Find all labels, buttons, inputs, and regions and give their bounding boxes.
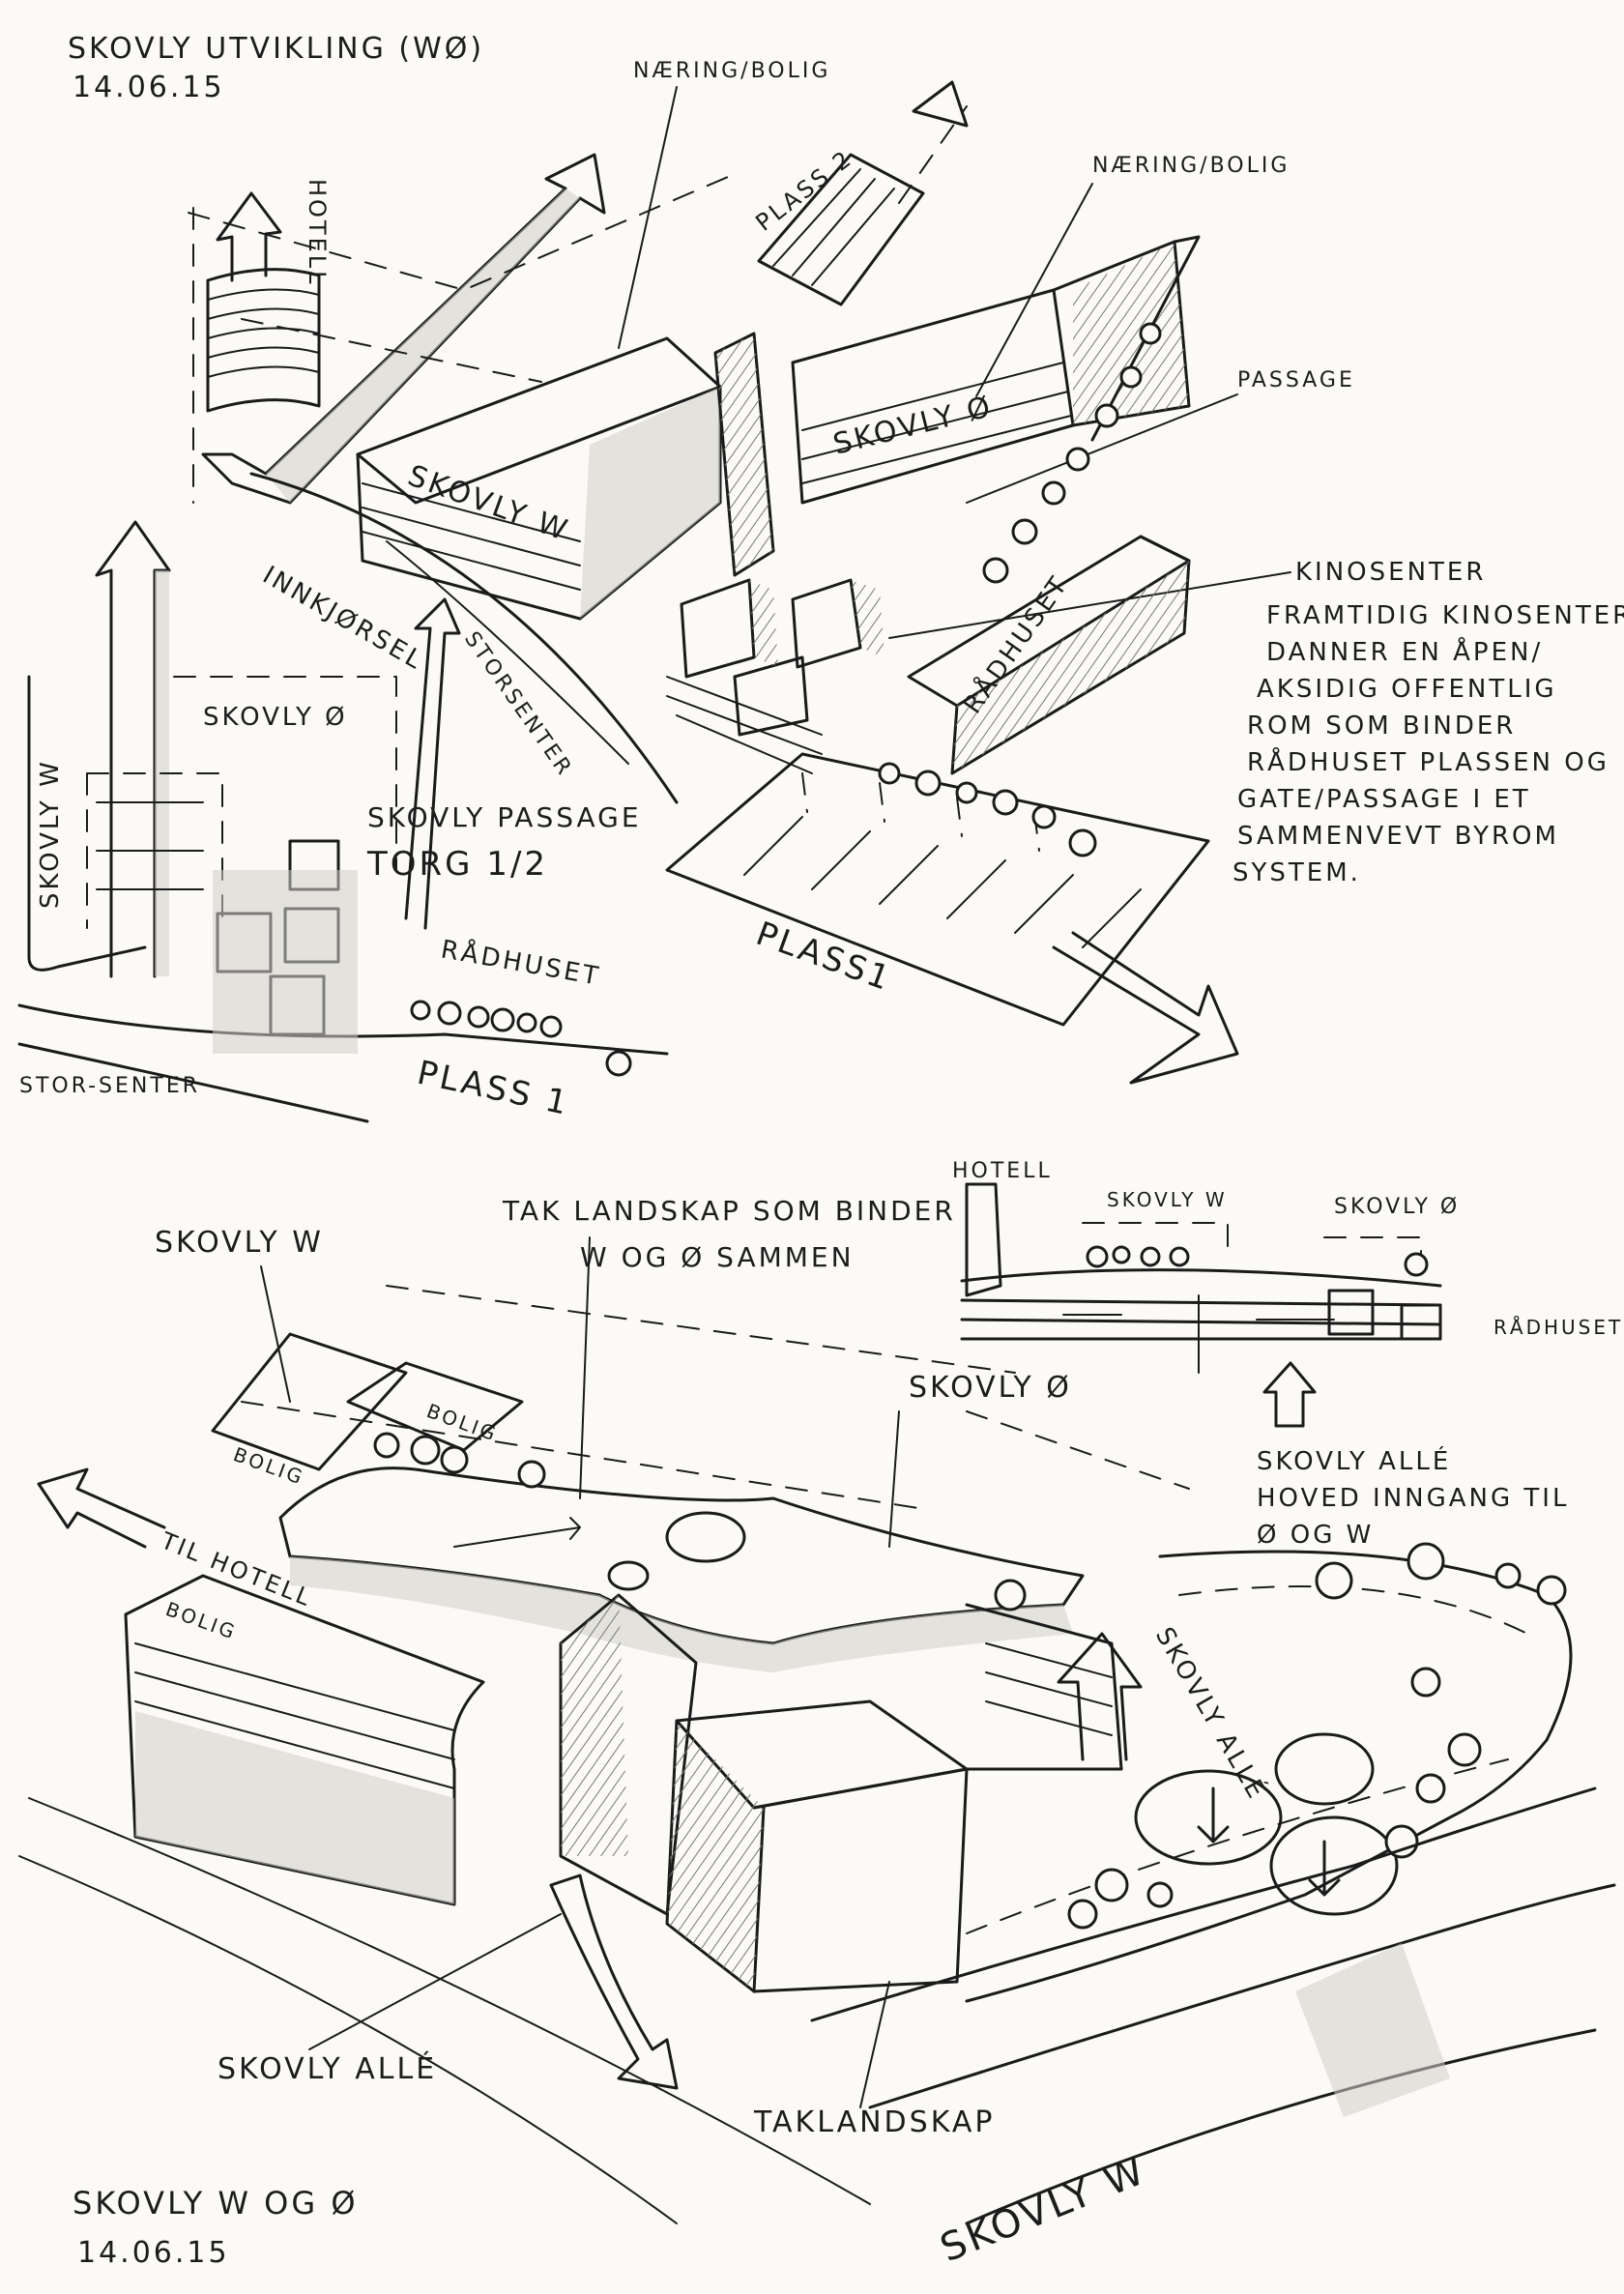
section-note-line-1: SKOVLY ALLÉ (1257, 1445, 1451, 1476)
dashed-site-lines (188, 173, 736, 504)
central-building-mass (559, 1593, 1123, 1993)
bottom-skovly-w-leader (260, 1265, 291, 1403)
bolig-block-left: BOLIG BOLIG (211, 1332, 524, 1490)
plass1-grid: PLASS1 (665, 752, 1210, 1027)
plan-skovly-passage-label: SKOVLY PASSAGE (367, 801, 642, 833)
til-hotell-arrow (37, 1467, 166, 1549)
top-date: 14.06.15 (72, 71, 225, 104)
skovly-alle-label: SKOVLY ALLÉ (218, 2051, 437, 2086)
section-radhuset-box (1400, 1303, 1442, 1341)
passage-label: PASSAGE (1237, 368, 1355, 392)
note-line-5: RÅDHUSET PLASSEN OG (1247, 746, 1610, 777)
note-line-3: AKSIDIG OFFENTLIG (1257, 675, 1557, 704)
plan-radhuset-label: RÅDHUSET (439, 933, 603, 992)
plass2-arrow-head (912, 80, 969, 128)
note-line-7: SAMMENVEVT BYROM (1237, 822, 1559, 851)
roof-landscape (278, 1432, 1085, 1672)
kinosenter-label: KINOSENTER (1295, 558, 1486, 587)
plan-passage-arrow (404, 597, 461, 930)
radhuset-block: RÅDHUSET (907, 535, 1191, 775)
hotel-tower: HOTELL (206, 179, 331, 413)
top-road-arrow (201, 153, 606, 505)
storsenter-label-top: STORSENTER (459, 627, 577, 781)
section-arrows (1062, 1294, 1335, 1374)
plan-storsenter-label: STOR-SENTER (19, 1074, 200, 1098)
skovly-alle-leader (308, 1913, 562, 2050)
section-sketch: HOTELL SKOVLY W SKOVLY Ø RÅDHUSET SKOVLY… (952, 1159, 1623, 1550)
plass2-arrow-line (898, 105, 968, 204)
plan-west-road (27, 675, 147, 972)
section-note-line-3: Ø OG W (1257, 1521, 1374, 1550)
bottom-road-3 (965, 2028, 1597, 2225)
section-dashed-outlines (1082, 1222, 1422, 1277)
naering-bolig-label-2: NÆRING/BOLIG (1092, 154, 1290, 178)
innkjorsel-label: INNKJØRSEL (258, 561, 429, 677)
kinosenter-note: FRAMTIDIG KINOSENTER DANNER EN ÅPEN/ AKS… (1232, 601, 1624, 887)
plan-skovly-w-label: SKOVLY W (36, 759, 65, 909)
section-skovly-o-label: SKOVLY Ø (1334, 1195, 1460, 1219)
plan-torg-label: TORG 1/2 (366, 845, 548, 884)
taklandskap-leader (859, 1981, 890, 2108)
kinosenter-cubes (666, 578, 884, 774)
bolig-block-curved: BOLIG (124, 1574, 485, 1906)
note-line-2: DANNER EN ÅPEN/ (1266, 636, 1543, 667)
bottom-road-shade (1295, 1943, 1450, 2117)
naering-leader-1 (618, 86, 678, 349)
plan-plass1-trees (410, 1000, 632, 1077)
tak-leader (579, 1236, 591, 1499)
bottom-road-2 (868, 1883, 1616, 2109)
innkjorsel-curve (249, 472, 679, 804)
top-title: SKOVLY UTVIKLING (WØ) (68, 32, 484, 66)
kinosenter-leader (888, 571, 1291, 639)
plass1-exit-arrow (1052, 931, 1239, 1085)
section-trees (1086, 1245, 1429, 1277)
taklandskap-label: TAKLANDSKAP (753, 2105, 995, 2139)
skovly-alle-arrow (1057, 1632, 1143, 1761)
passage-trees (982, 322, 1162, 584)
section-radhuset-label: RÅDHUSET (1494, 1316, 1623, 1339)
skovly-o-label: SKOVLY Ø (829, 390, 996, 462)
plan-arrows (96, 801, 204, 890)
bottom-title: SKOVLY W OG Ø (72, 2185, 359, 2221)
bottom-left-roads (18, 1797, 871, 2224)
bottom-skovly-w-label: SKOVLY W (155, 1226, 324, 1260)
section-kino-box (1327, 1289, 1375, 1336)
skovly-alle-left-arrow (549, 1873, 679, 2090)
section-hotell-label: HOTELL (952, 1159, 1053, 1183)
storsenter-arrow (386, 540, 629, 765)
skovly-w-road-label: SKOVLY W (935, 2148, 1153, 2271)
east-plaza (965, 1542, 1573, 2003)
bottom-axonometric-sketch: SKOVLY W TAK LANDSKAP SOM BINDER W OG Ø … (18, 1195, 1616, 2271)
note-line-4: ROM SOM BINDER (1247, 711, 1516, 740)
bottom-skovly-o-leader (888, 1410, 900, 1548)
bottom-date: 14.06.15 (77, 2236, 230, 2270)
tak-label-line-1: TAK LANDSKAP SOM BINDER (502, 1195, 956, 1227)
section-skovly-w-label: SKOVLY W (1107, 1188, 1228, 1211)
plan-torg-cubes (213, 839, 358, 1054)
section-floors (960, 1268, 1442, 1341)
plass2-block: PLASS 2 (750, 80, 969, 306)
tak-label-line-2: W OG Ø SAMMEN (580, 1241, 855, 1273)
section-hotell-tower (965, 1182, 1002, 1297)
bolig-label-3: BOLIG (162, 1597, 240, 1644)
passage-leader (966, 393, 1238, 504)
naering-bolig-label-1: NÆRING/BOLIG (633, 59, 830, 83)
plass1-label-top: PLASS1 (751, 915, 897, 1000)
bottom-road-1 (810, 1786, 1597, 2022)
note-line-6: GATE/PASSAGE I ET (1237, 785, 1531, 814)
bolig-label-1: BOLIG (230, 1442, 307, 1490)
plan-plass1-label: PLASS 1 (414, 1054, 573, 1123)
section-entrance-arrow (1262, 1361, 1317, 1428)
skovly-w-label: SKOVLY W (403, 459, 573, 549)
bottom-dashed-lines (241, 1285, 1190, 1509)
hotell-label: HOTELL (304, 179, 331, 287)
bottom-skovly-o-label: SKOVLY Ø (909, 1371, 1072, 1405)
naering-leader-2 (975, 183, 1093, 397)
road-shade (266, 189, 580, 503)
note-line-8: SYSTEM. (1232, 858, 1361, 887)
note-line-1: FRAMTIDIG KINOSENTER (1266, 601, 1624, 630)
section-note-line-2: HOVED INNGANG TIL (1257, 1484, 1569, 1513)
plan-skovly-o-label: SKOVLY Ø (203, 703, 348, 732)
